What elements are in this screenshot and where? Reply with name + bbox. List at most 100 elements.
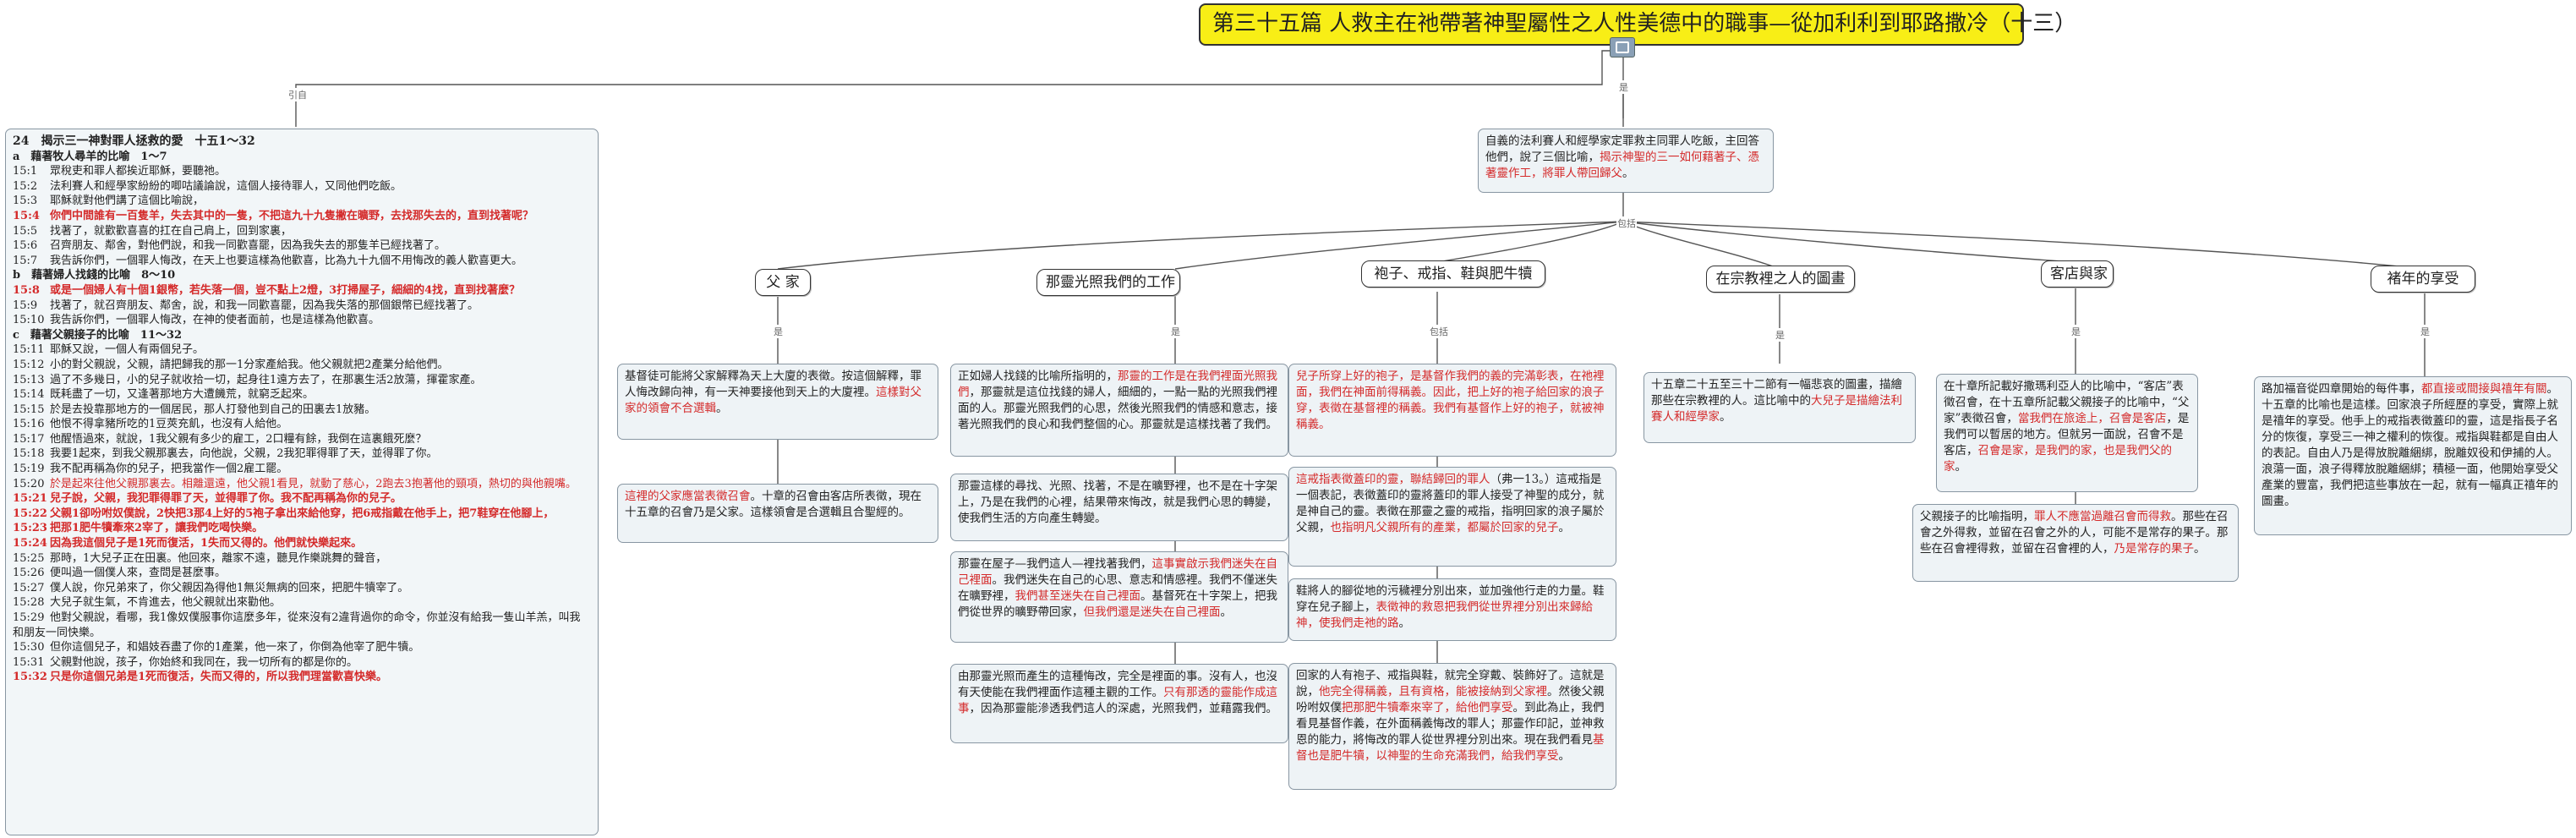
- note-text: 由那靈光照而產生的這種悔改，完全是裡面的事。沒有人，也沒有天使能在我們裡面作這種…: [958, 670, 1277, 699]
- edge-label-is-root: 是: [1618, 80, 1629, 94]
- note-text: ，是我們可以暫居的地方。但就另一面說，召會不是客店，: [1944, 412, 2190, 457]
- version-icon[interactable]: [1610, 37, 1635, 58]
- note-inn-2[interactable]: 父親接子的比喻指明，罪人不應當過離召會而得救。那些在召會之外得救，並留在召會之外…: [1912, 504, 2239, 582]
- verse-ref: 15:27: [13, 581, 45, 594]
- note-robe-1[interactable]: 兒子所穿上好的袍子，是基督作我們的義的完滿彰表，在祂裡面，我們在神面前得稱義。因…: [1288, 364, 1616, 457]
- note-elder-1[interactable]: 路加福音從四章開始的每件事，都直接或間接與禧年有關。十五章的比喻也是這樣。回家浪…: [2254, 376, 2572, 535]
- note-text: 。: [1558, 521, 1571, 534]
- topic-robe-ring-shoes[interactable]: 袍子、戒指、鞋與肥牛犢: [1361, 260, 1545, 288]
- intro-text-a: 自義的法利賽人和經學家定罪救主同罪人吃飯，主回答他們，說了三個比喻，: [1485, 134, 1759, 164]
- note-text: ，因為那靈能滲透我們這人的深處，光照我們，並藉露我們。: [969, 702, 1278, 715]
- note-text: 。: [1955, 460, 1967, 474]
- verse-ref: 15:21: [13, 492, 47, 506]
- intro-box[interactable]: 自義的法利賽人和經學家定罪救主同罪人吃飯，主回答他們，說了三個比喻，揭示神聖的三…: [1478, 129, 1774, 193]
- note-text: 在十章所記載好撒瑪利亞人的比喻中，“客店”表徵召會，在十五章所記載父親接子的比喻…: [1944, 380, 2190, 425]
- note-text-red: 大兒子是描繪法利賽人和經學家: [1651, 394, 1902, 424]
- note-text: 路加福音從四章開始的每件事，: [2262, 382, 2421, 396]
- note-enlight-1[interactable]: 正如婦人找錢的比喻所指明的，那靈的工作是在我們裡面光照我們，那靈就是這位找錢的婦…: [950, 364, 1288, 457]
- verse-ref: 15:26: [13, 567, 45, 580]
- verse-text: 眾稅吏和罪人都挨近耶穌，要聽祂。: [50, 165, 227, 178]
- intro-text-b: 揭示神聖的三一如何藉著子、憑著靈作工，將罪人帶回歸父: [1485, 151, 1759, 180]
- topic-religion-picture[interactable]: 在宗教裡之人的圖畫: [1706, 266, 1855, 293]
- verse-ref: 15:24: [13, 537, 47, 550]
- verse-ref: 15:28: [13, 596, 45, 610]
- topic-father-house[interactable]: 父 家: [755, 269, 811, 296]
- note-text: 那靈在屋子—我們這人—裡找著我們，: [958, 557, 1152, 571]
- note-father-house-1[interactable]: 基督徒可能將父家解釋為天上大廈的表徵。按這個解釋，罪人悔改歸向神，有一天神要接他…: [617, 364, 938, 440]
- verse-ref: 15:11: [13, 343, 45, 357]
- topic-father-house-label: 父 家: [766, 274, 800, 291]
- note-robe-4[interactable]: 回家的人有袍子、戒指與鞋，就完全穿戴、裝飾好了。這就是說，他完全得稱義，且有資格…: [1288, 663, 1616, 790]
- note-father-house-2[interactable]: 這裡的父家應當表徵召會。十章的召會由客店所表徵，現在十五章的召會乃是父家。這樣領…: [617, 484, 938, 543]
- verse-ref: 15:15: [13, 403, 45, 416]
- note-text-red: 當我們在旅途上，召會是客店: [2017, 412, 2167, 425]
- topic-enlightening[interactable]: 那靈光照我們的工作: [1036, 269, 1180, 296]
- verse-text: 找著了，就歡歡喜喜的扛在自己肩上，回到家裏，: [50, 224, 293, 238]
- root-title[interactable]: 第三十五篇 人救主在祂帶著神聖屬性之人性美德中的職事—從加利利到耶路撒冷（十三）: [1199, 3, 2076, 46]
- edge-label-contains: 包括: [1616, 216, 1637, 230]
- note-text-red: 這戒指表徵蓋印的靈，聯結歸回的罪人: [1296, 473, 1490, 486]
- note-text-red: 也指明凡父親所有的產業，都屬於回家的兒子: [1330, 521, 1559, 534]
- verse-text: 他醒悟過來，就說，1我父親有多少的雇工，2口糧有餘，我倒在這裏餓死麼？: [50, 432, 427, 446]
- edge-label-contains-robe: 包括: [1429, 325, 1449, 338]
- note-robe-3[interactable]: 鞋將人的腳從地的污穢裡分別出來，並加強他行走的力量。鞋穿在兒子腳上，表徵神的救恩…: [1288, 578, 1616, 641]
- note-text: 。: [716, 402, 728, 415]
- edge-label-is-elder: 是: [2420, 325, 2431, 338]
- verse-ref: 15:18: [13, 447, 45, 461]
- verse-text: 於是去投靠那地方的一個居民，那人打發他到自己的田裏去1放豬。: [50, 403, 376, 416]
- note-text-red: 乃是常存的果子: [2114, 542, 2195, 556]
- verse-text: 父親對他說，孩子，你始終和我同在，我一切所有的都是你的。: [50, 655, 358, 669]
- verse-text: 父親1卻吩咐奴僕說，2快把3那4上好的5袍子拿出來給他穿，把6戒指戴在他手上，把…: [50, 507, 555, 520]
- verse-ref: 15:17: [13, 432, 45, 446]
- note-text-red: 基督也是肥牛犢，以神聖的生命充滿我們，給我們享受: [1296, 733, 1605, 763]
- note-text-red: 那靈的工作是在我們裡面光照我們: [958, 370, 1277, 399]
- note-robe-2[interactable]: 這戒指表徵蓋印的靈，聯結歸回的罪人（弗一13。）這戒指是一個表記，表徵蓋印的靈將…: [1288, 467, 1616, 567]
- note-text: 。: [1220, 605, 1233, 619]
- passage-verse: 15:15 於是去投靠那地方的一個居民，那人打發他到自己的田裏去1放豬。: [13, 403, 591, 418]
- note-text-red: 把那肥牛犢牽來宰了，給他們享受: [1342, 701, 1513, 715]
- verse-ref: 15:32: [13, 671, 47, 684]
- note-text: 。十五章的比喻也是這樣。回家浪子所經歷的享受，實際上就是禧年的享受。他手上的戒指…: [2262, 382, 2558, 508]
- verse-ref: 15:22: [13, 507, 47, 520]
- passage-verse: 15:31 父親對他說，孩子，你始終和我同在，我一切所有的都是你的。: [13, 655, 591, 671]
- root-title-text: 第三十五篇 人救主在祂帶著神聖屬性之人性美德中的職事—從加利利到耶路撒冷（十三）: [1212, 11, 2077, 36]
- note-enlight-4[interactable]: 由那靈光照而產生的這種悔改，完全是裡面的事。沒有人，也沒有天使能在我們裡面作這種…: [950, 664, 1288, 743]
- note-inn-1[interactable]: 在十章所記載好撒瑪利亞人的比喻中，“客店”表徵召會，在十五章所記載父親接子的比喻…: [1936, 374, 2198, 492]
- note-text-red: 這裡的父家應當表徵召會: [625, 490, 751, 503]
- note-text-red: 表徵神的救恩把我們從世界裡分別出來歸給神，使我們走祂的路: [1296, 600, 1593, 630]
- note-text: 十五章二十五至三十二節有一幅悲哀的圖畫，描繪那些在宗教裡的人。這比喻中的: [1651, 378, 1902, 408]
- topic-elder-son[interactable]: 褚年的享受: [2371, 266, 2475, 293]
- verse-ref: 15:5: [13, 224, 38, 238]
- verse-ref: 15:31: [13, 655, 45, 669]
- note-religion-1[interactable]: 十五章二十五至三十二節有一幅悲哀的圖畫，描繪那些在宗教裡的人。這比喻中的大兒子是…: [1643, 372, 1916, 443]
- note-text: 基督徒可能將父家解釋為天上大廈的表徵。按這個解釋，罪人悔改歸向神，有一天神要接他…: [625, 370, 922, 399]
- note-text: 。然後父親吩咐奴僕: [1296, 685, 1605, 715]
- topic-inn-house[interactable]: 客店與家: [2041, 260, 2114, 288]
- passage-section-label: b 藉著婦人找錢的比喻 8～10: [13, 269, 176, 282]
- verse-text: 我要1起來，到我父親那裏去，向他說，父親，2我犯罪得罪了天，並得罪了你。: [50, 447, 438, 461]
- note-enlight-2[interactable]: 那靈這樣的尋找、光照、找著，不是在曠野裡，也不是在十字架上，乃是在我們的心裡，結…: [950, 474, 1288, 541]
- verse-text: 耶穌就對他們講了這個比喻說，: [50, 194, 205, 208]
- verse-text: 我不配再稱為你的兒子，把我當作一個2雇工罷。: [50, 463, 288, 476]
- edge-label-is-religion: 是: [1775, 328, 1786, 342]
- note-enlight-3[interactable]: 那靈在屋子—我們這人—裡找著我們，這事實啟示我們迷失在自己裡面。我們迷失在自己的…: [950, 551, 1288, 643]
- note-text: 那靈這樣的尋找、光照、找著，不是在曠野裡，也不是在十字架上，乃是在我們的心裡，結…: [958, 479, 1277, 525]
- verse-ref: 15:19: [13, 463, 45, 476]
